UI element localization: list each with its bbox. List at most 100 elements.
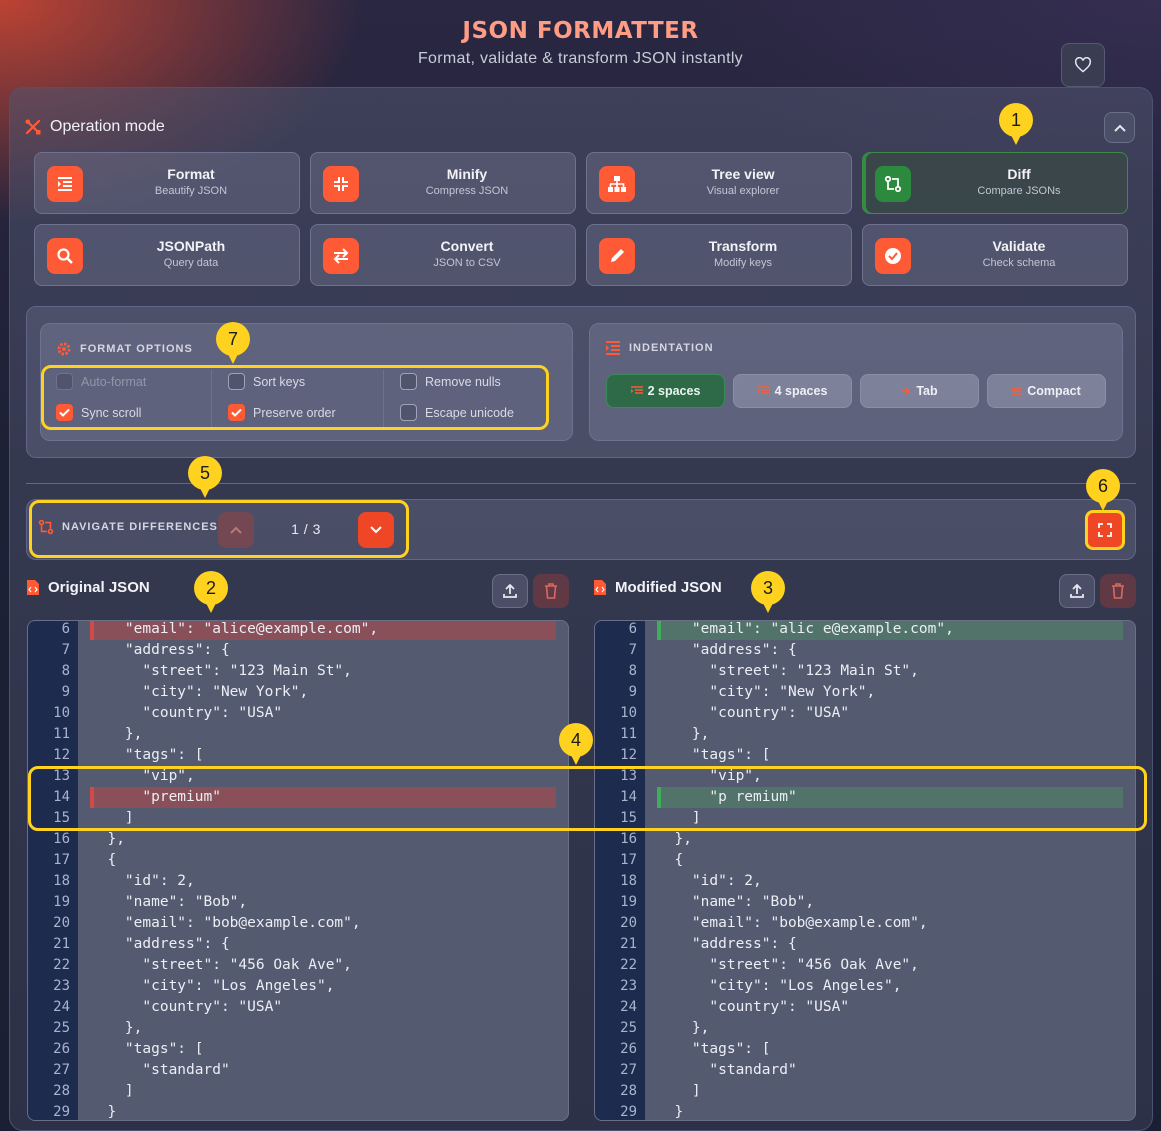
original-json-editor[interactable]: 6 "email": "alice@example.com",7 "addres…	[27, 620, 569, 1121]
indent-icon	[606, 341, 620, 355]
callout-diff-lines	[28, 766, 1147, 831]
original-upload-button[interactable]	[492, 574, 528, 608]
chevron-up-icon	[230, 526, 242, 534]
code-line: 29 }	[28, 1102, 568, 1120]
line-text: "street": "123 Main St",	[90, 663, 352, 679]
mode-label: Transform	[708, 238, 778, 254]
favorite-button[interactable]	[1061, 43, 1105, 87]
navigate-panel	[26, 499, 1136, 560]
indent-4-spaces[interactable]: 4 spaces	[733, 374, 852, 408]
checkbox-label: Preserve order	[253, 405, 336, 420]
checkbox-label: Remove nulls	[425, 374, 501, 389]
modified-json-editor[interactable]: 6 "email": "alic e@example.com",7 "addre…	[594, 620, 1136, 1121]
mode-label: Minify	[446, 166, 488, 182]
line-text: },	[90, 726, 143, 742]
indentation-label: INDENTATION	[629, 342, 714, 354]
line-text: "email": "bob@example.com",	[90, 915, 361, 931]
diff-counter: 1 / 3	[291, 521, 321, 537]
line-number: 9	[628, 684, 637, 700]
expand-icon	[1098, 523, 1112, 537]
line-number: 9	[61, 684, 70, 700]
app-header: JSON FORMATTER Format, validate & transf…	[0, 18, 1161, 68]
checkbox-sync-scroll[interactable]: Sync scroll	[56, 404, 141, 421]
checkmark-icon	[59, 408, 70, 417]
indent-icon	[630, 386, 643, 394]
code-line: 17 {	[595, 850, 1135, 871]
checkbox-remove-nulls[interactable]: Remove nulls	[400, 373, 501, 390]
code-line: 13 "vip",	[28, 766, 568, 787]
line-number: 15	[620, 810, 637, 826]
line-text: }	[657, 1104, 684, 1120]
indent-tab[interactable]: Tab	[860, 374, 979, 408]
trash-icon	[545, 583, 557, 599]
line-number: 21	[620, 936, 637, 952]
annotation-badge: 6	[1086, 469, 1120, 511]
indent-compact[interactable]: Compact	[987, 374, 1106, 408]
file-code-icon	[594, 580, 606, 595]
code-line: 22 "street": "456 Oak Ave",	[28, 955, 568, 976]
previous-diff-button[interactable]	[218, 512, 254, 548]
diff-line: 14 "p remium"	[595, 787, 1135, 808]
next-diff-button[interactable]	[358, 512, 394, 548]
navigate-label: NAVIGATE DIFFERENCES	[62, 521, 218, 533]
checkbox-auto-format[interactable]: Auto-format	[56, 373, 146, 390]
original-json-title: Original JSON	[26, 579, 150, 596]
code-line: 15 ]	[595, 808, 1135, 829]
line-number: 21	[53, 936, 70, 952]
line-text: {	[657, 852, 684, 868]
line-text: "country": "USA"	[657, 705, 850, 721]
checkbox-escape-unicode[interactable]: Escape unicode	[400, 404, 514, 421]
code-line: 17 {	[28, 850, 568, 871]
line-text: },	[90, 1020, 143, 1036]
code-line: 13 "vip",	[595, 766, 1135, 787]
checkbox-sort-keys[interactable]: Sort keys	[228, 373, 305, 390]
checkbox-label: Auto-format	[81, 374, 147, 389]
code-line: 26 "tags": [	[28, 1039, 568, 1060]
indent-option-label: 4 spaces	[774, 384, 828, 398]
code-line: 22 "street": "456 Oak Ave",	[595, 955, 1135, 976]
callout-navigate	[29, 500, 409, 558]
line-text: "address": {	[90, 642, 230, 658]
checkbox-preserve-order[interactable]: Preserve order	[228, 404, 336, 421]
line-text: "email": "bob@example.com",	[657, 915, 928, 931]
modified-delete-button[interactable]	[1100, 574, 1136, 608]
collapse-button[interactable]	[1104, 112, 1135, 143]
indent-2-spaces[interactable]: 2 spaces	[606, 374, 725, 408]
annotation-badge: 2	[194, 571, 228, 613]
line-number: 6	[61, 621, 70, 637]
pane-label: Modified JSON	[615, 579, 722, 596]
upload-icon	[503, 583, 517, 598]
line-number: 29	[620, 1104, 637, 1120]
modified-upload-button[interactable]	[1059, 574, 1095, 608]
line-text: "street": "123 Main St",	[657, 663, 919, 679]
code-line: 27 "standard"	[595, 1060, 1135, 1081]
mode-description: Compress JSON	[425, 185, 509, 197]
original-delete-button[interactable]	[533, 574, 569, 608]
diff-line: 6 "email": "alic e@example.com",	[595, 621, 1135, 640]
code-line: 23 "city": "Los Angeles",	[28, 976, 568, 997]
diff-icon	[38, 519, 54, 535]
line-number: 26	[620, 1041, 637, 1057]
line-number: 20	[620, 915, 637, 931]
swap-icon	[323, 238, 359, 274]
line-text: "email": "alic e@example.com",	[657, 621, 1123, 640]
callout-format-options	[41, 365, 549, 430]
line-text: "country": "USA"	[657, 999, 850, 1015]
line-text: },	[90, 831, 125, 847]
code-line: 26 "tags": [	[595, 1039, 1135, 1060]
line-text: "premium"	[90, 787, 556, 808]
code-line: 23 "city": "Los Angeles",	[595, 976, 1135, 997]
mode-label: Diff	[1007, 166, 1031, 182]
code-line: 12 "tags": [	[28, 745, 568, 766]
checkbox-label: Sync scroll	[81, 405, 142, 420]
line-number: 19	[53, 894, 70, 910]
annotation-badge: 5	[188, 456, 222, 498]
